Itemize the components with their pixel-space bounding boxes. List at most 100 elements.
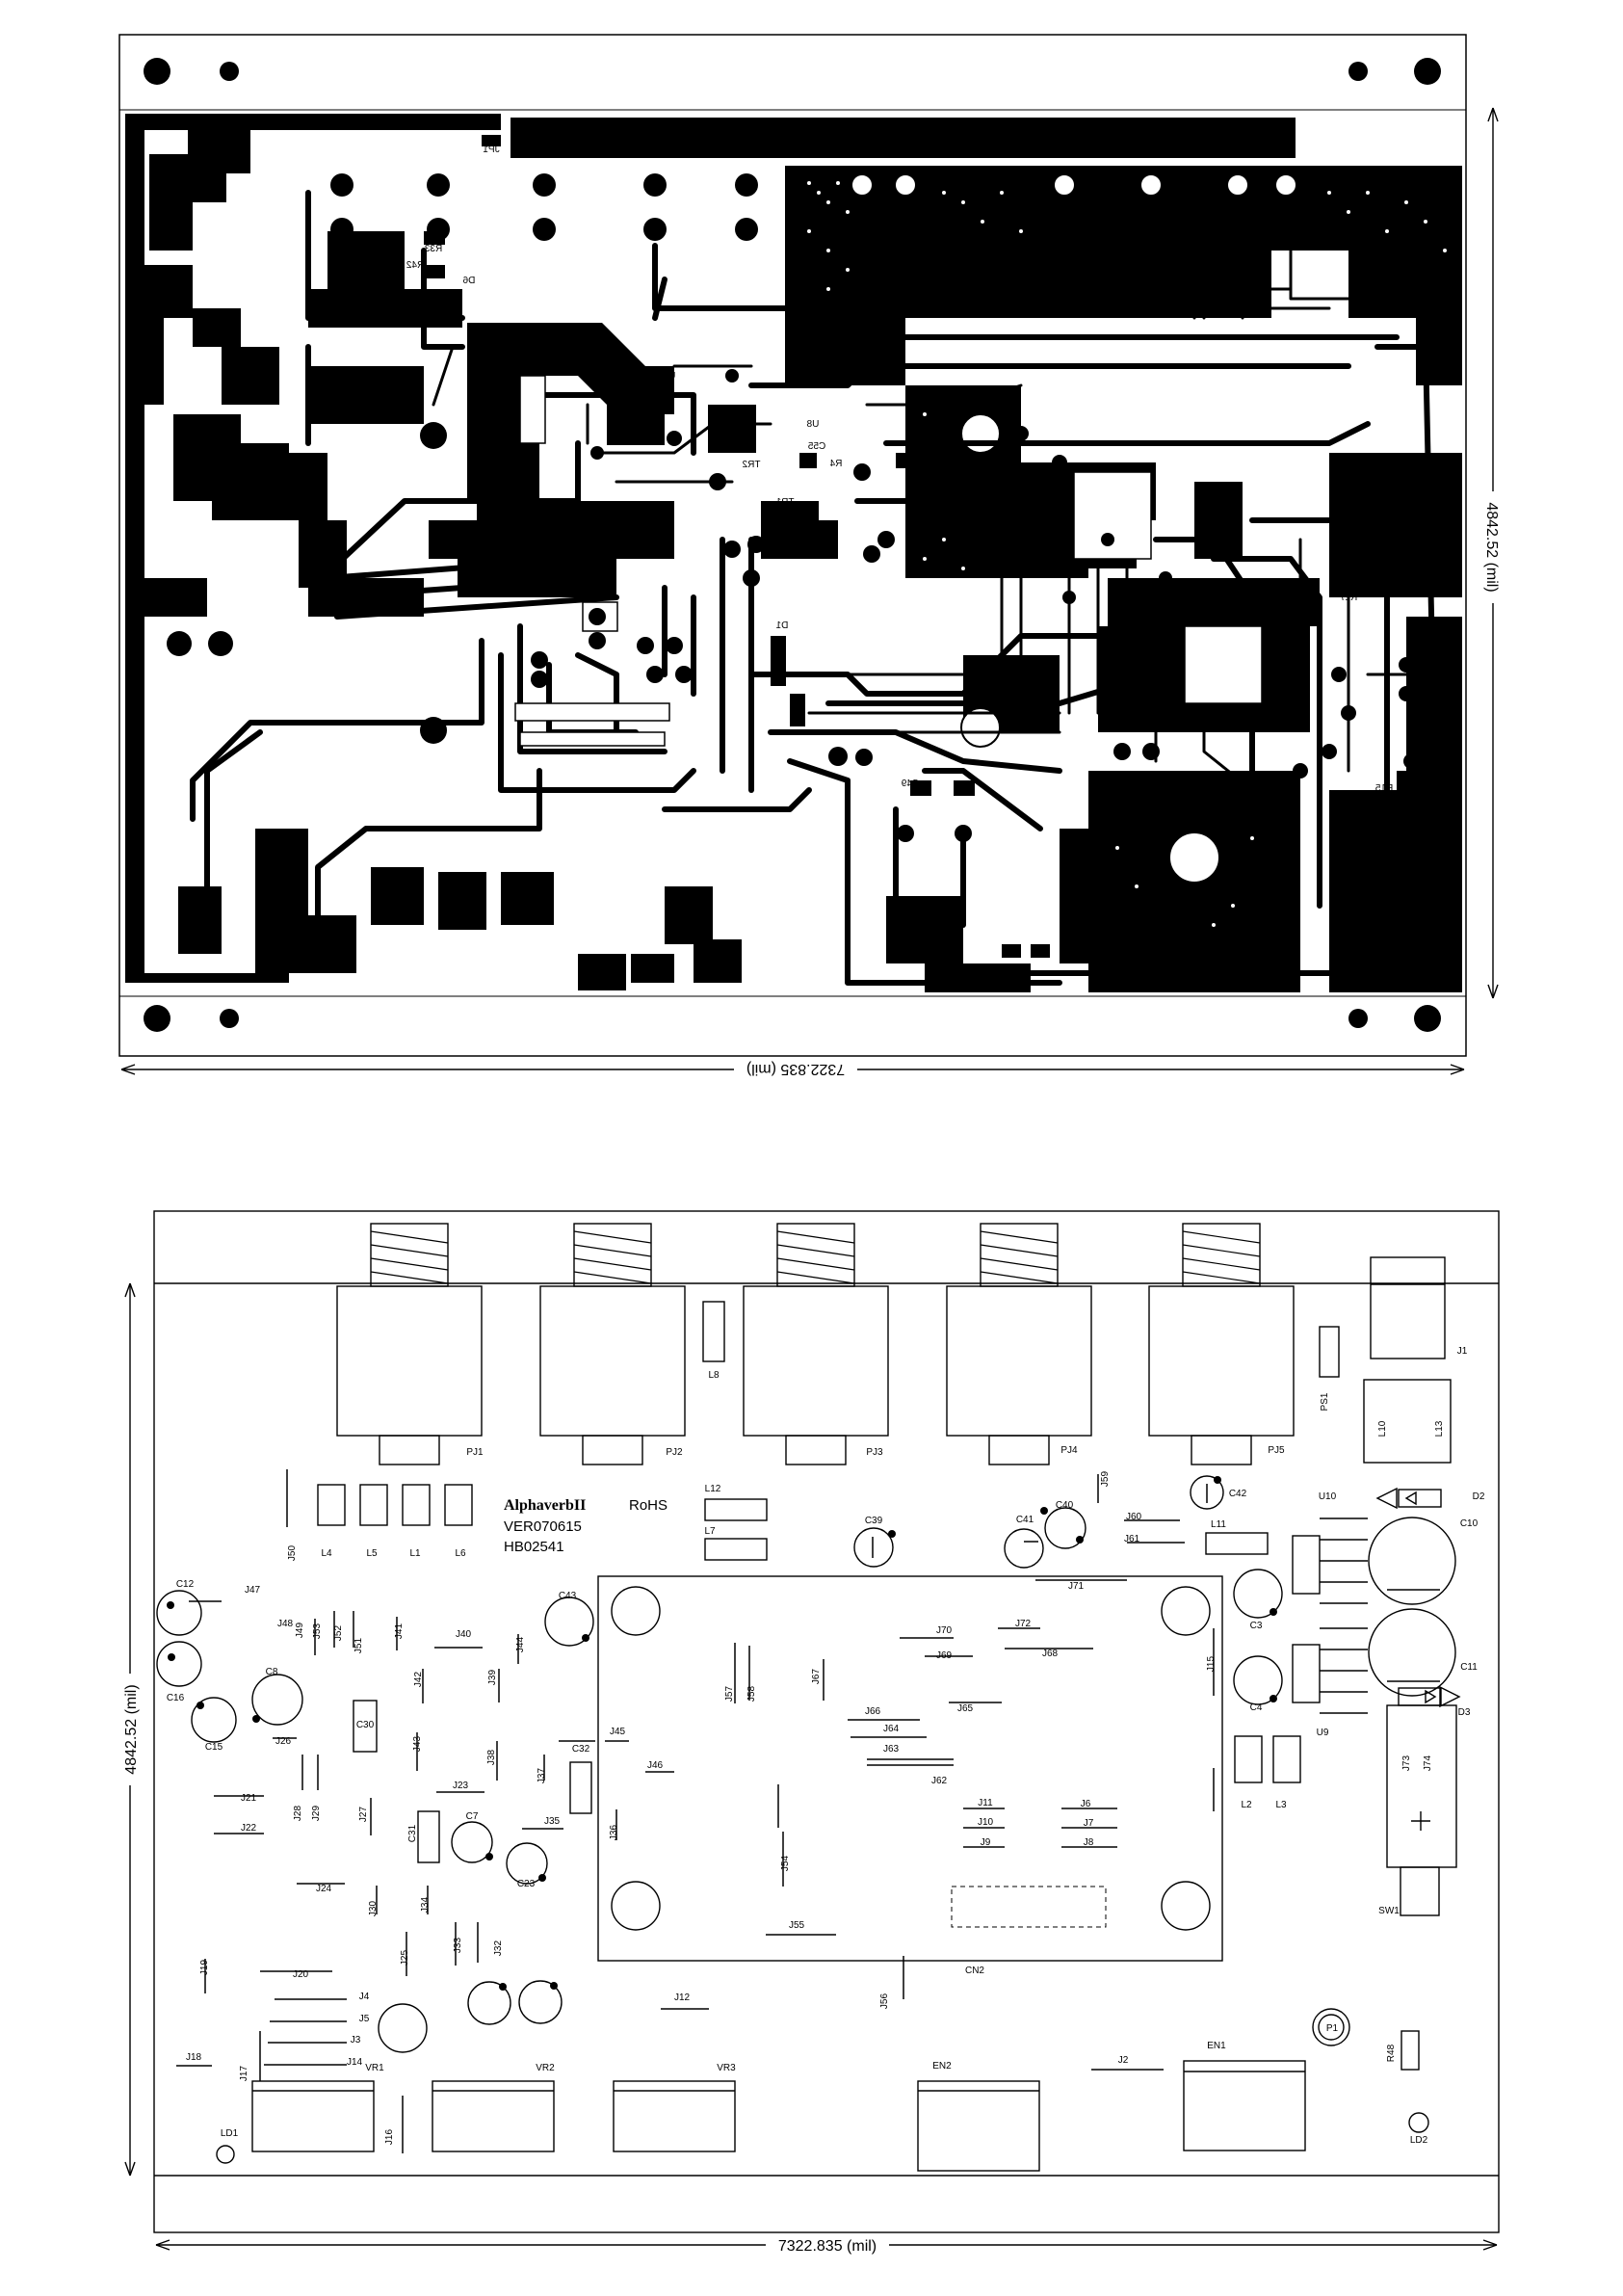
jack-outline [1148, 1223, 1295, 1465]
top-view-copper: 7322.835 (mil) 4842.52 (mil) [118, 34, 1502, 1078]
component-ref-label: J32 [493, 1940, 504, 1957]
component-ref-label: J63 [883, 1744, 900, 1755]
component-ref-label: J59 [1100, 1471, 1111, 1488]
component-ref-label: C3 [1250, 1621, 1263, 1631]
component-ref-label: J51 [353, 1638, 364, 1654]
component-ref-label: R48 [1386, 2044, 1397, 2062]
component-ref-label: J44 [515, 1637, 526, 1653]
component-ref-label: J61 [1124, 1534, 1140, 1544]
component-ref-label: C12 [176, 1579, 195, 1590]
component-ref-label: L8 [708, 1370, 720, 1381]
component-ref-label: L13 [1434, 1420, 1445, 1437]
jack-ref-label: PJ2 [666, 1447, 683, 1458]
component-ref-label: C30 [356, 1720, 375, 1730]
component-ref-label: L12 [705, 1484, 721, 1494]
top-ref-label: U5 [663, 371, 675, 382]
component-ref-label: J10 [978, 1817, 994, 1828]
component-ref-label: EN2 [932, 2061, 952, 2072]
component-ref-label: J65 [957, 1703, 974, 1714]
top-ref-label: C49 [901, 779, 919, 789]
component-ref-label: J40 [456, 1629, 472, 1640]
component-ref-label: J38 [486, 1750, 497, 1766]
component-ref-label: J53 [312, 1623, 323, 1640]
component-ref-label: J73 [1401, 1755, 1412, 1772]
component-ref-label: C40 [1056, 1500, 1074, 1511]
component-ref-label: J1 [1457, 1346, 1468, 1357]
jack-outline [336, 1223, 483, 1465]
bottom-dim-height: 4842.52 (mil) [123, 1684, 140, 1774]
top-ref-label: R4 [829, 459, 842, 469]
component-ref-label: L6 [455, 1548, 466, 1559]
component-ref-label: J29 [311, 1806, 322, 1822]
component-ref-label: J64 [883, 1724, 900, 1734]
board-name: AlphaverbII [504, 1497, 586, 1514]
component-ref-label: J47 [245, 1585, 261, 1596]
component-ref-label: J28 [293, 1806, 303, 1822]
component-ref-label: J35 [544, 1816, 561, 1827]
component-ref-label: J30 [368, 1901, 379, 1917]
component-ref-label: J33 [453, 1938, 463, 1954]
component-ref-label: LD1 [221, 2128, 239, 2139]
top-ref-label: C55 [807, 441, 825, 452]
component-ref-label: J34 [420, 1897, 431, 1913]
component-ref-label: D3 [1458, 1707, 1471, 1718]
component-ref-label: J74 [1423, 1755, 1433, 1772]
component-ref-label: J58 [746, 1686, 757, 1702]
component-ref-label: J46 [647, 1760, 664, 1771]
component-ref-label: J3 [351, 2035, 361, 2045]
component-ref-label: J66 [865, 1706, 881, 1717]
component-ref-label: J23 [453, 1781, 469, 1791]
component-ref-label: J24 [316, 1884, 332, 1894]
component-ref-label: C32 [572, 1744, 590, 1755]
component-ref-label: J42 [413, 1672, 424, 1688]
top-dim-width: 7322.835 (mil) [746, 1061, 845, 1077]
top-ref-label: TR1 [775, 497, 794, 508]
component-ref-label: J9 [981, 1837, 991, 1848]
component-ref-label: U9 [1317, 1728, 1329, 1738]
component-ref-label: J25 [400, 1950, 410, 1966]
component-ref-label: EN1 [1207, 2041, 1226, 2051]
component-ref-label: L4 [321, 1548, 332, 1559]
component-ref-label: J18 [186, 2052, 202, 2063]
component-ref-label: P1 [1326, 2023, 1339, 2034]
component-ref-label: SW1 [1378, 1906, 1400, 1916]
component-ref-label: C42 [1229, 1489, 1247, 1499]
component-ref-label: D2 [1473, 1491, 1485, 1502]
top-ref-label: R42 [406, 260, 424, 271]
top-ref-label: R11 [1003, 948, 1020, 959]
top-ref-label: D1 [775, 620, 788, 631]
component-ref-label: J22 [241, 1823, 257, 1834]
component-ref-label: C23 [517, 1879, 536, 1889]
top-ref-label: U8 [806, 419, 819, 430]
top-ref-label: R32 [607, 397, 625, 408]
board-code: HB02541 [504, 1539, 564, 1555]
component-ref-label: J49 [295, 1623, 305, 1639]
component-ref-label: VR2 [536, 2063, 555, 2073]
component-ref-label: J72 [1015, 1619, 1032, 1629]
component-ref-label: J62 [931, 1776, 948, 1786]
component-ref-label: C4 [1250, 1702, 1263, 1713]
component-ref-label: J43 [412, 1736, 423, 1753]
component-ref-label: CN2 [965, 1966, 984, 1976]
component-ref-label: J45 [610, 1727, 626, 1737]
component-ref-label: J39 [487, 1670, 498, 1686]
top-ref-label: D6 [462, 276, 475, 286]
component-ref-label: J68 [1042, 1649, 1059, 1659]
component-ref-label: J20 [293, 1969, 309, 1980]
component-ref-label: J48 [277, 1619, 294, 1629]
component-ref-label: J5 [359, 2014, 370, 2024]
jack-ref-label: PJ1 [466, 1447, 484, 1458]
component-ref-label: C31 [407, 1824, 418, 1842]
component-ref-label: J55 [789, 1920, 805, 1931]
component-ref-label: J56 [879, 1993, 890, 2010]
jack-ref-label: PJ3 [866, 1447, 883, 1458]
component-ref-label: L7 [704, 1526, 716, 1537]
component-ref-label: PS1 [1320, 1392, 1330, 1411]
component-ref-label: J37 [537, 1768, 547, 1784]
component-ref-label: J54 [780, 1856, 791, 1872]
component-ref-label: LD2 [1410, 2135, 1428, 2146]
component-ref-label: C10 [1460, 1518, 1479, 1529]
component-ref-label: C7 [466, 1811, 479, 1822]
component-ref-label: U10 [1319, 1491, 1337, 1502]
component-ref-label: L1 [409, 1548, 421, 1559]
